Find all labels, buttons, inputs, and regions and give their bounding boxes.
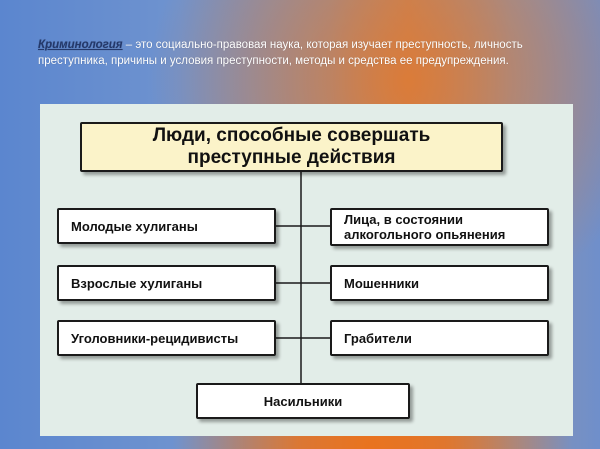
node-label: Взрослые хулиганы [71, 275, 203, 291]
node-label-line-2: алкогольного опьянения [344, 227, 506, 242]
node-violent-offenders: Насильники [196, 383, 410, 419]
title-line-1: Люди, способные совершать [152, 125, 431, 146]
intro-term: Криминология [38, 39, 123, 51]
node-label: Молодые хулиганы [71, 218, 198, 234]
node-intoxicated: Лица, в состоянии алкогольного опьянения [330, 208, 549, 246]
node-label: Уголовники-рецидивисты [71, 330, 239, 346]
intro-text: – это социально-правовая наука, которая … [38, 39, 523, 67]
node-fraudsters: Мошенники [330, 265, 549, 301]
node-label: Грабители [344, 330, 412, 346]
title-line-2: преступные действия [187, 147, 396, 168]
title-box: Люди, способные совершать преступные дей… [80, 122, 503, 172]
node-label-line-1: Лица, в состоянии [344, 212, 463, 227]
node-label: Мошенники [344, 275, 420, 291]
node-robbers: Грабители [330, 320, 549, 356]
node-recidivists: Уголовники-рецидивисты [57, 320, 276, 356]
node-young-hooligans: Молодые хулиганы [57, 208, 276, 244]
intro-definition: Криминология – это социально-правовая на… [38, 37, 558, 69]
node-adult-hooligans: Взрослые хулиганы [57, 265, 276, 301]
node-label: Насильники [263, 393, 343, 409]
